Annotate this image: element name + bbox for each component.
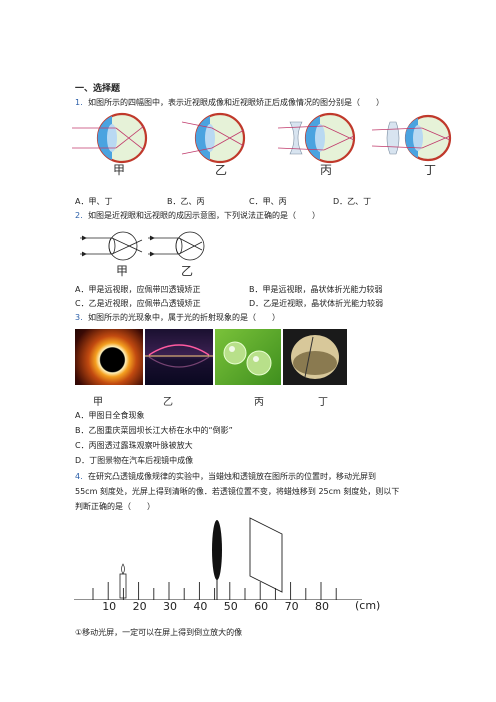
q4-statement-1: ①移动光屏，一定可以在屏上得到倒立放大的像 — [75, 628, 243, 637]
ruler-label: 20 — [132, 600, 147, 613]
ruler-label: 10 — [102, 600, 117, 613]
q2-eye-yi — [148, 231, 205, 261]
q3-label-jia: 甲 — [93, 397, 103, 408]
q1-option-a: A．甲、丁 — [75, 197, 113, 206]
photo-dewdrop-leaf — [215, 329, 281, 385]
q2-label-yi: 乙 — [181, 264, 194, 278]
q3-number: 3. — [75, 313, 83, 322]
eye-diagram-ding — [371, 114, 452, 162]
q2-option-c: C．乙是近视眼，应佩带凸透镜矫正 — [75, 299, 201, 308]
q1-label-bing: 丙 — [320, 163, 333, 177]
section-title: 一、选择题 — [75, 84, 121, 94]
q1-label-ding: 丁 — [424, 163, 437, 177]
q3-label-ding: 丁 — [318, 397, 328, 408]
q2-option-a: A．甲是远视眼，应佩带凹透镜矫正 — [75, 285, 201, 294]
q3-label-yi: 乙 — [163, 397, 173, 408]
q1-number: 1. — [75, 98, 83, 107]
ruler-label: 80 — [315, 600, 329, 613]
ruler-label: 60 — [254, 600, 269, 613]
ruler-label: 70 — [284, 600, 299, 613]
photo-solar-eclipse — [75, 329, 143, 385]
q4-number: 4. — [75, 472, 83, 481]
q2-option-d: D．乙是近视眼，晶状体折光能力较弱 — [249, 299, 384, 308]
q1-option-c: C．甲、丙 — [249, 197, 287, 206]
q4-line2: 55cm 刻度处，光屏上得到清晰的像．若透镜位置不变，将蜡烛移到 25cm 刻度… — [75, 487, 400, 496]
q2-eye-diagrams — [80, 231, 205, 261]
eye-diagram-jia — [72, 112, 148, 164]
q4-line1: 在研究凸透镜成像规律的实验中，当蜡烛和透镜放在图所示的位置时，移动光屏到 — [88, 472, 376, 481]
photo-car-mirror — [283, 329, 347, 385]
light-screen — [249, 517, 283, 593]
ruler-label: 40 — [193, 600, 208, 613]
q2-number: 2. — [75, 211, 83, 220]
q3-option-a: A．甲图日全食现象 — [75, 411, 145, 420]
optical-bench — [74, 517, 362, 600]
photo-bridge-reflection — [145, 329, 213, 385]
q2-stem: 如图是近视眼和远视眼的成因示意图，下列说法正确的是（ ） — [88, 211, 320, 220]
q1-eye-diagrams — [72, 112, 452, 164]
q3-stem: 如图所示的光现象中，属于光的折射现象的是（ ） — [88, 313, 280, 322]
eye-diagram-yi — [181, 112, 246, 164]
q1-label-yi: 乙 — [215, 163, 228, 177]
convex-lens — [212, 520, 222, 580]
q2-eye-jia — [80, 231, 143, 261]
q4-axis-unit: (cm) — [355, 599, 381, 612]
ruler-label: 50 — [223, 600, 238, 613]
q1-label-jia: 甲 — [113, 163, 126, 177]
q3-option-c: C．丙图透过露珠观察叶脉被放大 — [75, 441, 193, 450]
q3-label-bing: 丙 — [254, 397, 264, 408]
q2-option-b: B．甲是远视眼，晶状体折光能力较弱 — [249, 285, 383, 294]
ruler-label: 30 — [163, 600, 177, 613]
q1-option-b: B．乙、丙 — [167, 197, 205, 206]
q4-line3: 判断正确的是（ ） — [75, 502, 155, 511]
q2-label-jia: 甲 — [116, 264, 129, 278]
q3-option-d: D．丁图景物在汽车后视镜中成像 — [75, 456, 194, 465]
q1-option-d: D．乙、丁 — [333, 197, 372, 206]
eye-diagram-bing — [277, 112, 356, 164]
q3-option-b: B．乙图重庆菜园坝长江大桥在水中的“倒影” — [75, 426, 233, 435]
q1-stem: 如图所示的四幅图中，表示近视眼成像和近视眼矫正后成像情况的图分别是（ ） — [88, 98, 384, 107]
